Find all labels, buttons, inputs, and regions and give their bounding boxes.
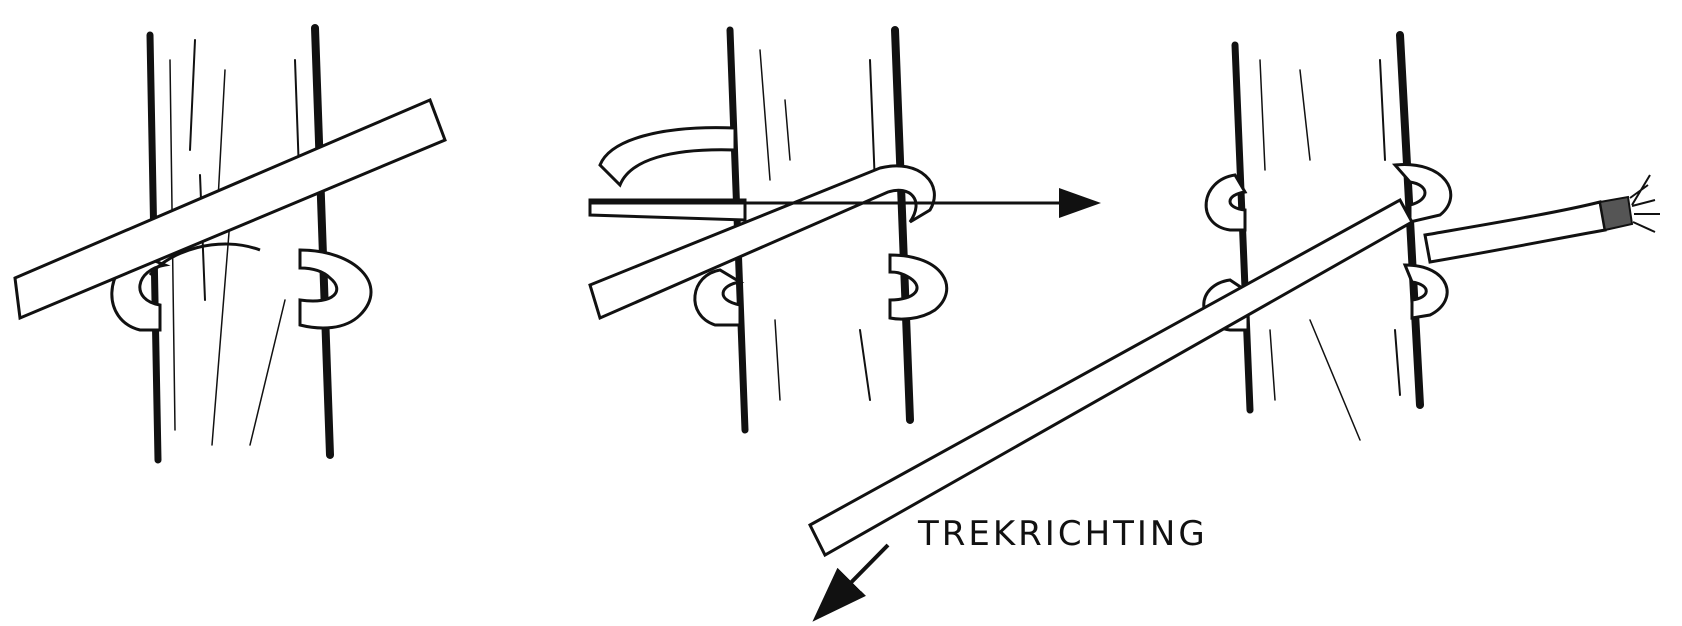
- step-1-rope: [15, 100, 445, 318]
- frayed-rope-end-icon: [1600, 175, 1660, 232]
- step-2-diagonal-rope: [590, 166, 934, 318]
- pull-direction-label: TREKRICHTING: [917, 514, 1208, 554]
- step-2-upper-wrap: [590, 128, 745, 220]
- step-2-illustration: [590, 30, 1095, 430]
- step-3-post: [1235, 35, 1420, 440]
- step-3-working-end: [1425, 202, 1605, 262]
- pull-direction-arrow-icon: [818, 545, 888, 616]
- step-1-illustration: [15, 28, 445, 460]
